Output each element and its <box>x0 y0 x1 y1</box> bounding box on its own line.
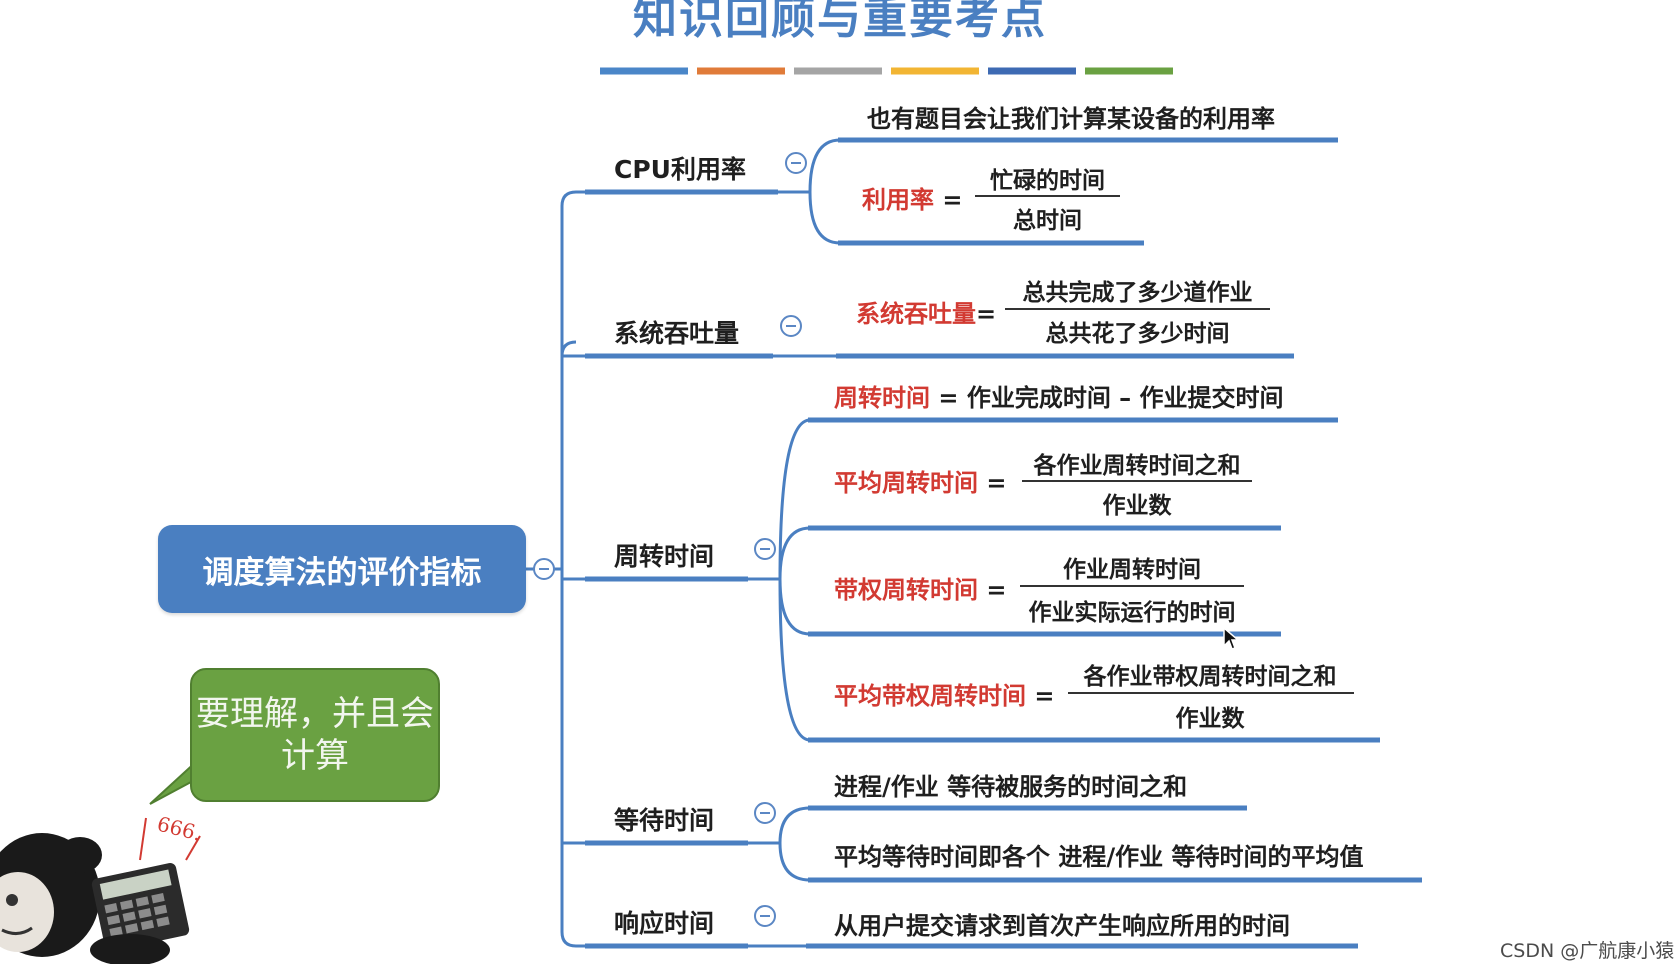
branch-waiting-time[interactable]: 等待时间 <box>614 801 714 837</box>
weighted-turnaround-denominator: 作业实际运行的时间 <box>1012 593 1252 627</box>
formula-name: 平均周转时间 <box>834 469 978 497</box>
page-title: 知识回顾与重要考点 <box>0 0 1680 46</box>
avg-weighted-turnaround-numerator: 各作业带权周转时间之和 <box>1060 657 1360 691</box>
turnaround-definition-text: = 作业完成时间 – 作业提交时间 <box>938 384 1283 412</box>
collapse-minus-icon[interactable] <box>754 905 776 927</box>
cpu-numerator: 忙碌的时间 <box>975 161 1120 195</box>
turnaround-definition: 周转时间 = 作业完成时间 – 作业提交时间 <box>834 378 1284 413</box>
csdn-watermark: CSDN @广航康小猿 <box>1500 936 1674 963</box>
cpu-formula-lhs: 利用率 = <box>862 180 962 215</box>
equals-sign: = <box>1034 682 1054 710</box>
branch-throughput[interactable]: 系统吞吐量 <box>614 314 739 350</box>
cpu-denominator: 总时间 <box>975 201 1120 235</box>
equals-sign: = <box>986 576 1006 604</box>
avg-weighted-turnaround-lhs: 平均带权周转时间 = <box>834 676 1054 711</box>
root-node[interactable]: 调度算法的评价指标 <box>158 525 526 613</box>
formula-name: 平均带权周转时间 <box>834 682 1026 710</box>
waiting-item-1: 进程/作业 等待被服务的时间之和 <box>834 767 1187 802</box>
formula-name: 周转时间 <box>834 384 930 412</box>
avg-turnaround-denominator: 作业数 <box>1012 486 1262 520</box>
branch-response-time[interactable]: 响应时间 <box>614 904 714 940</box>
formula-name: 系统吞吐量 <box>856 300 976 328</box>
branch-turnaround-time[interactable]: 周转时间 <box>614 537 714 573</box>
branch-cpu-utilization[interactable]: CPU利用率 <box>614 150 746 186</box>
equals-sign: = <box>976 300 996 328</box>
weighted-turnaround-numerator: 作业周转时间 <box>1012 550 1252 584</box>
root-node-label: 调度算法的评价指标 <box>203 547 482 592</box>
avg-weighted-turnaround-denominator: 作业数 <box>1060 699 1360 733</box>
panda-calculator-sticker: 666. <box>0 800 220 964</box>
equals-sign: = <box>986 469 1006 497</box>
weighted-turnaround-lhs: 带权周转时间 = <box>834 570 1006 605</box>
avg-turnaround-lhs: 平均周转时间 = <box>834 463 1006 498</box>
throughput-numerator: 总共完成了多少道作业 <box>1005 273 1270 307</box>
collapse-minus-icon[interactable] <box>754 802 776 824</box>
mouse-cursor-icon <box>1222 626 1240 652</box>
throughput-denominator: 总共花了多少时间 <box>1005 314 1270 348</box>
collapse-minus-icon[interactable] <box>533 558 555 580</box>
throughput-formula-lhs: 系统吞吐量= <box>856 294 996 329</box>
formula-name: 利用率 <box>862 186 934 214</box>
equals-sign: = <box>942 186 962 214</box>
avg-turnaround-numerator: 各作业周转时间之和 <box>1012 446 1262 480</box>
collapse-minus-icon[interactable] <box>754 538 776 560</box>
cpu-note: 也有题目会让我们计算某设备的利用率 <box>867 99 1275 134</box>
waiting-item-2: 平均等待时间即各个 进程/作业 等待时间的平均值 <box>834 837 1363 872</box>
collapse-minus-icon[interactable] <box>785 152 807 174</box>
formula-name: 带权周转时间 <box>834 576 978 604</box>
response-item: 从用户提交请求到首次产生响应所用的时间 <box>834 906 1290 941</box>
collapse-minus-icon[interactable] <box>780 315 802 337</box>
hint-speech-bubble: 要理解，并且会计算 <box>190 668 440 802</box>
